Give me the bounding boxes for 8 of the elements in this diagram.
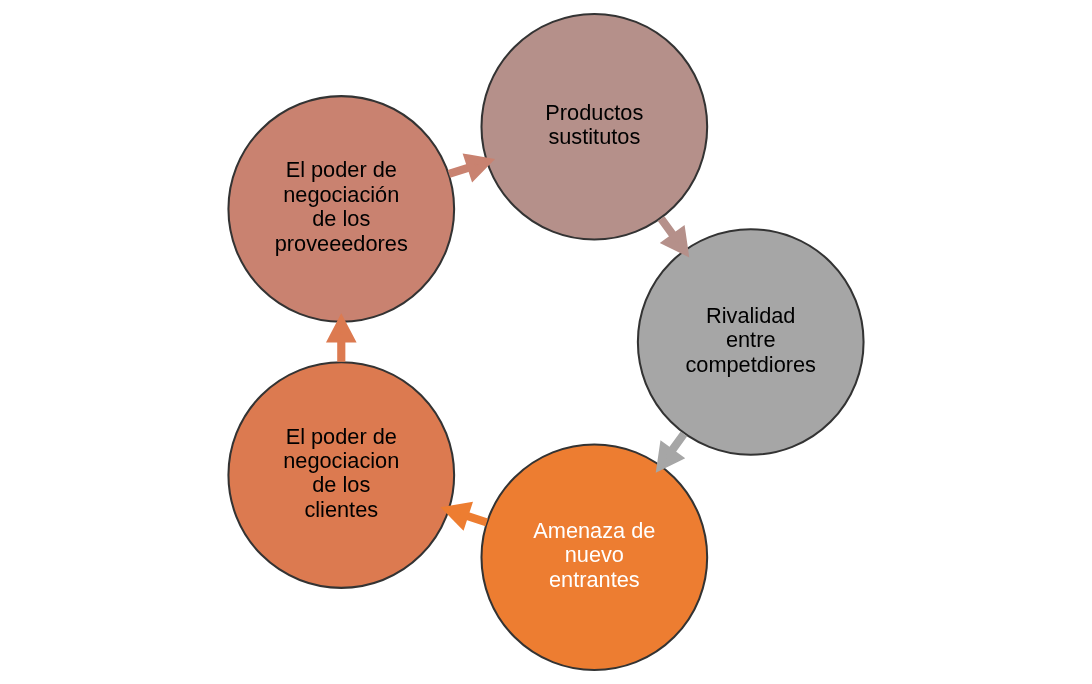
arrow bbox=[325, 313, 357, 362]
arrow bbox=[655, 431, 688, 473]
node-circle: El poder de negociación de los proveeedores bbox=[227, 95, 456, 323]
arrow bbox=[440, 501, 488, 531]
arrow bbox=[447, 153, 496, 183]
node-circle: El poder de negociacion de los clientes bbox=[227, 361, 456, 589]
node-circle: Amenaza de nuevo entrantes bbox=[480, 443, 709, 672]
arrow bbox=[657, 216, 690, 258]
